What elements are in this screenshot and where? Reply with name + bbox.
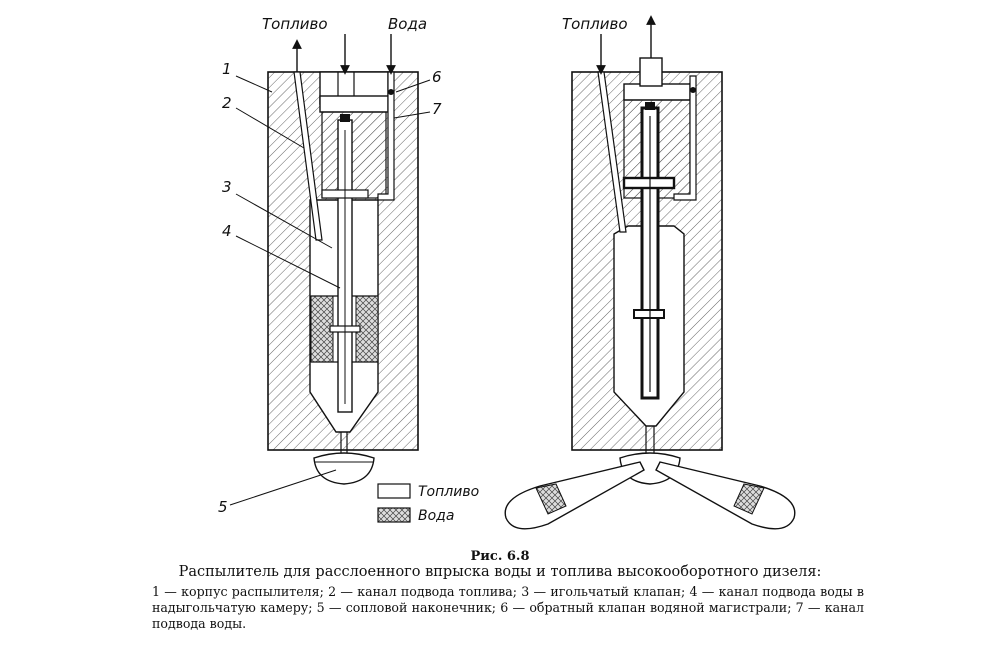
callout-1: 1	[222, 60, 232, 78]
callout-4: 4	[222, 222, 232, 240]
callouts	[229, 75, 431, 506]
legend: Топливо Вода	[377, 483, 479, 524]
figure-number: Рис. 6.8	[470, 549, 530, 564]
water-channel-right	[673, 75, 697, 201]
label-water-left: Вода	[388, 15, 427, 33]
spray-plume-right	[655, 461, 796, 530]
figure-legend: 1 — корпус распылителя; 2 — канал подвод…	[152, 584, 864, 631]
injector-diagram: Топливо Вода 1 2 3 4 5 6 7	[218, 15, 796, 530]
callout-3: 3	[222, 178, 232, 196]
legend-label-water: Вода	[418, 508, 454, 524]
callout-6: 6	[432, 68, 442, 86]
legend-label-fuel: Топливо	[418, 484, 479, 500]
callout-7: 7	[432, 100, 442, 118]
label-fuel-right: Топливо	[562, 15, 628, 33]
check-valve-left	[388, 89, 394, 95]
left-injector	[267, 34, 419, 485]
spray-plume-left	[504, 461, 645, 530]
fuel-channel-left	[293, 71, 323, 241]
callout-2: 2	[222, 94, 232, 112]
check-valve-right	[690, 87, 696, 93]
spray-tip-left	[313, 452, 375, 485]
legend-swatch-water	[377, 507, 411, 523]
right-injector	[504, 15, 796, 530]
callout-5: 5	[218, 498, 228, 516]
label-fuel-left: Топливо	[262, 15, 328, 33]
figure-title: Распылитель для расслоенного впрыска вод…	[178, 564, 822, 580]
legend-swatch-fuel	[377, 483, 411, 499]
